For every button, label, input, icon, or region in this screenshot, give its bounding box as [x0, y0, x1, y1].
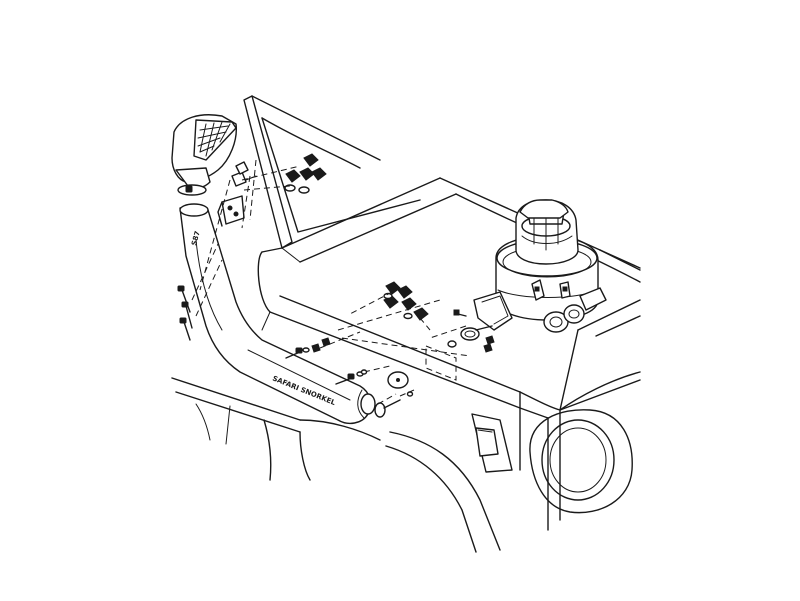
cowl-panel — [559, 249, 641, 411]
vehicle-body — [171, 95, 641, 553]
fender-nut-cluster — [349, 281, 431, 331]
fender-stud-1 — [285, 343, 321, 359]
upper-bolt-2 — [235, 161, 249, 175]
assembly-line — [195, 259, 223, 317]
upper-nut-group — [284, 153, 327, 194]
assembly-line — [249, 159, 257, 221]
fender — [257, 247, 561, 419]
housing-latch-right — [559, 281, 571, 299]
air-ram-mesh-pattern — [197, 121, 231, 157]
snorkel-body: SAFARI SNORKEL S87 — [179, 203, 401, 425]
upper-bolt-1 — [231, 171, 257, 187]
bracket-screws — [177, 243, 223, 341]
air-cleaner-assembly — [429, 199, 607, 353]
assembly-line — [337, 299, 441, 331]
assembly-line — [399, 389, 415, 397]
assembly-line — [349, 291, 393, 315]
assembly-line — [419, 317, 431, 331]
assembly-line — [241, 175, 251, 229]
mount-hole — [360, 369, 368, 375]
fender-fasteners — [285, 331, 415, 405]
assembly-line — [429, 325, 467, 339]
snorkel-part-tag: S87 — [190, 230, 202, 246]
intake-adaptor — [460, 291, 513, 341]
hose-clamp-screw — [185, 185, 193, 193]
air-ram-head — [171, 114, 237, 196]
assembly-line — [243, 185, 291, 191]
snorkel-outlet — [360, 393, 401, 418]
screw-3 — [179, 317, 191, 341]
assembly-line — [363, 365, 391, 373]
assembly-line — [191, 243, 219, 301]
washer — [298, 186, 310, 194]
assembly-line — [377, 393, 397, 405]
wheel-arch — [171, 377, 501, 553]
adaptor-fasteners — [429, 309, 495, 353]
assembly-line — [319, 331, 361, 349]
windscreen-frame — [243, 95, 421, 263]
screw-1 — [177, 285, 191, 313]
mount-hole — [406, 391, 414, 397]
headlight — [529, 409, 633, 514]
snorkel-top-opening — [179, 203, 209, 217]
cutout-template — [425, 345, 457, 381]
assembly-line — [341, 337, 471, 357]
rubber-hose-connector — [543, 304, 585, 333]
screw-2 — [181, 301, 193, 329]
fender-stud-3 — [321, 337, 331, 347]
pillar-mounting-bracket — [217, 195, 245, 227]
front-panel — [519, 315, 641, 531]
indicator-lamp — [471, 413, 513, 473]
housing-latch-left — [531, 279, 545, 301]
